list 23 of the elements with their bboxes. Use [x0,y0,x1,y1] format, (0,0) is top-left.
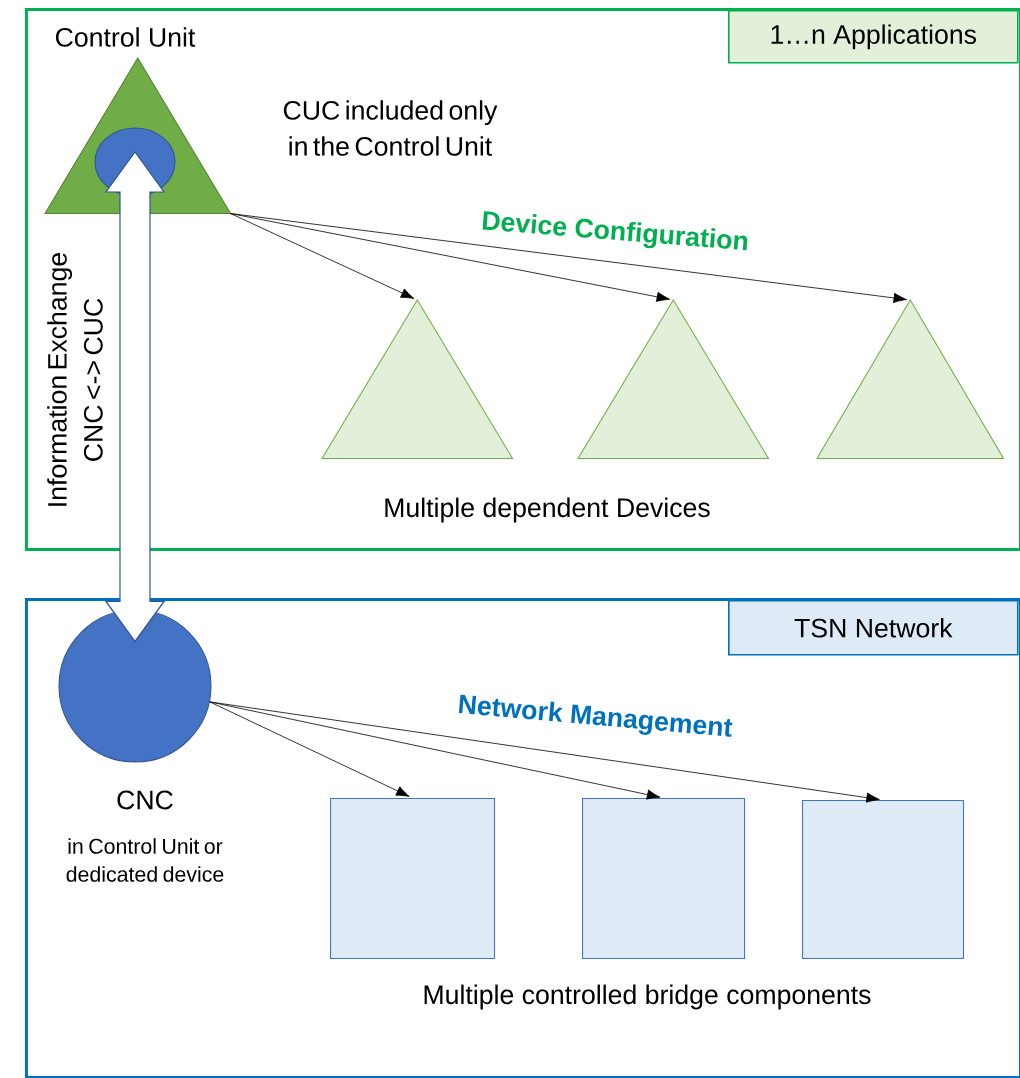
node-title: CNC [117,790,173,810]
group-label: Multiple controlled bridge components [424,984,871,1010]
flow-label: Network Management [458,694,733,737]
heading-text: Control Unit [55,27,196,47]
square [802,800,965,960]
arrow [209,701,880,803]
node-note: in Control Unit or dedicated device [66,838,224,882]
arrow [230,213,671,302]
group-label: Multiple dependent Devices [385,497,710,523]
heading-tab: TSN Network [728,600,1019,656]
triangle [321,298,514,460]
arrow [230,213,415,299]
arrow [209,701,410,797]
triangle [816,298,1005,460]
note-text: CUC included only in the Control Unit [283,100,498,156]
block-arrow [104,151,166,643]
square [330,798,496,960]
heading-tab: 1…n Applications [728,10,1019,64]
edge-label: Information Exchange CNC <-> CUC [47,253,103,506]
arrow [230,213,907,303]
flow-label: Device Configuration [482,211,748,251]
triangle [577,298,770,460]
square [582,798,746,960]
